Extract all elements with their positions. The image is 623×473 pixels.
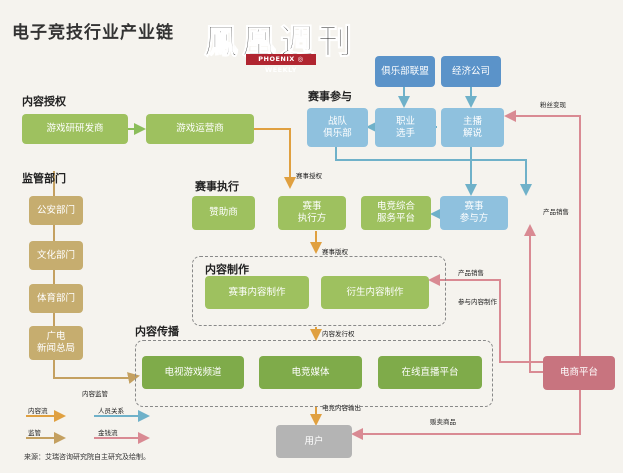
node-esports-platform: 电竞综合 服务平台 — [361, 196, 431, 230]
node-sports-dept: 体育部门 — [29, 284, 83, 313]
node-developer-publisher: 游戏研研发商 — [22, 114, 128, 144]
node-event-content: 赛事内容制作 — [205, 276, 309, 309]
edge-label-esports-output: 电竞内容输出 — [322, 404, 361, 412]
section-content-distribution: 内容传播 — [135, 325, 179, 338]
edge-label-content-regulation: 内容监管 — [82, 390, 108, 398]
node-live-platform: 在线直播平台 — [378, 356, 482, 389]
content-distribution-group — [135, 340, 493, 407]
phoenix-weekly-logo: 鳳凰週刊 PHOENIX ◎ WEEKLY — [200, 14, 360, 75]
node-culture-dept: 文化部门 — [29, 241, 83, 270]
edge-label-fan-conversion: 粉丝变现 — [540, 101, 566, 109]
section-event-participation: 赛事参与 — [308, 90, 352, 103]
node-sponsor: 赞助商 — [192, 196, 255, 230]
section-regulators: 监管部门 — [22, 172, 66, 185]
edge-label-sell-goods: 贩卖商品 — [430, 418, 456, 426]
source-note: 来源：艾瑞咨询研究院自主研究及绘制。 — [24, 453, 150, 461]
section-event-execution: 赛事执行 — [195, 180, 239, 193]
personnel-connectors — [335, 87, 532, 220]
section-content-production: 内容制作 — [205, 263, 249, 276]
node-user: 用户 — [276, 425, 352, 458]
page-title: 电子竞技行业产业链 — [12, 23, 174, 43]
node-game-operator: 游戏运营商 — [146, 114, 254, 144]
node-agency: 经济公司 — [441, 56, 501, 87]
node-club-alliance: 俱乐部联盟 — [375, 56, 435, 87]
legend-personnel: 人员关系 — [98, 407, 124, 415]
edge-label-content-participation: 参与内容制作 — [458, 298, 497, 306]
node-derivative-content: 衍生内容制作 — [321, 276, 429, 309]
content-flow-connectors — [53, 123, 322, 426]
node-event-participant: 赛事 参与方 — [440, 196, 508, 230]
edge-label-event-copyright: 赛事版权 — [322, 248, 348, 256]
logo-en-text: PHOENIX ◎ WEEKLY — [246, 54, 316, 74]
node-ecommerce: 电商平台 — [543, 356, 615, 390]
content-production-group — [192, 256, 446, 326]
legend-content-flow: 内容流 — [28, 407, 48, 415]
node-public-security: 公安部门 — [29, 196, 83, 225]
node-pro-player: 职业 选手 — [375, 108, 436, 147]
legend-lines — [26, 410, 150, 444]
node-sarft: 广电 新闻总局 — [29, 326, 83, 360]
node-event-executor: 赛事 执行方 — [278, 196, 346, 230]
node-streamer: 主播 解说 — [441, 108, 504, 147]
money-flow-connectors — [351, 110, 581, 440]
edge-label-distribution-right: 内容发行权 — [322, 330, 355, 338]
node-team-club: 战队 俱乐部 — [307, 108, 368, 147]
edge-label-event-license: 赛事授权 — [296, 172, 322, 180]
edge-label-product-sales-1: 产品销售 — [543, 208, 569, 216]
legend-regulation: 监管 — [28, 429, 41, 437]
legend-money-flow: 金钱流 — [98, 429, 118, 437]
section-content-license: 内容授权 — [22, 95, 66, 108]
node-esports-media: 电竞媒体 — [259, 356, 362, 389]
node-tv-channel: 电视游戏频道 — [142, 356, 244, 389]
edge-label-product-sales-2: 产品销售 — [458, 269, 484, 277]
